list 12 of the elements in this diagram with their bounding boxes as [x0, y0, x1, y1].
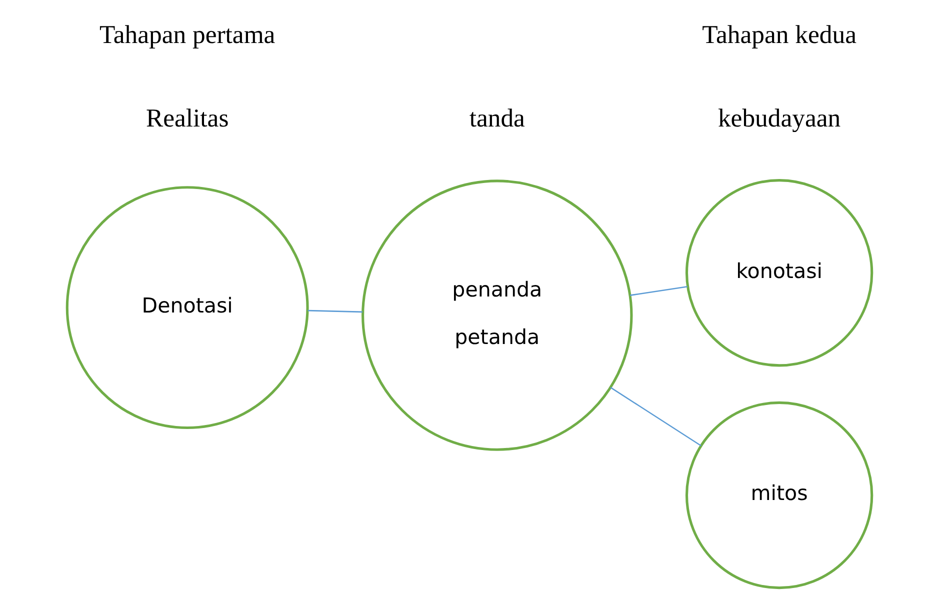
label: Tahapan kedua	[702, 20, 856, 49]
label: kebudayaan	[717, 103, 840, 132]
connector	[610, 386, 701, 446]
label: Tahapan pertama	[98, 20, 275, 49]
connector	[307, 310, 362, 313]
node-circle: penanda petanda	[361, 180, 632, 451]
label: tanda	[468, 103, 524, 132]
label: Realitas	[145, 103, 228, 132]
node-circle: Denotasi	[65, 186, 308, 430]
connector	[629, 286, 687, 296]
node-circle: mitos	[684, 401, 873, 590]
node-circle: konotasi	[684, 179, 873, 367]
